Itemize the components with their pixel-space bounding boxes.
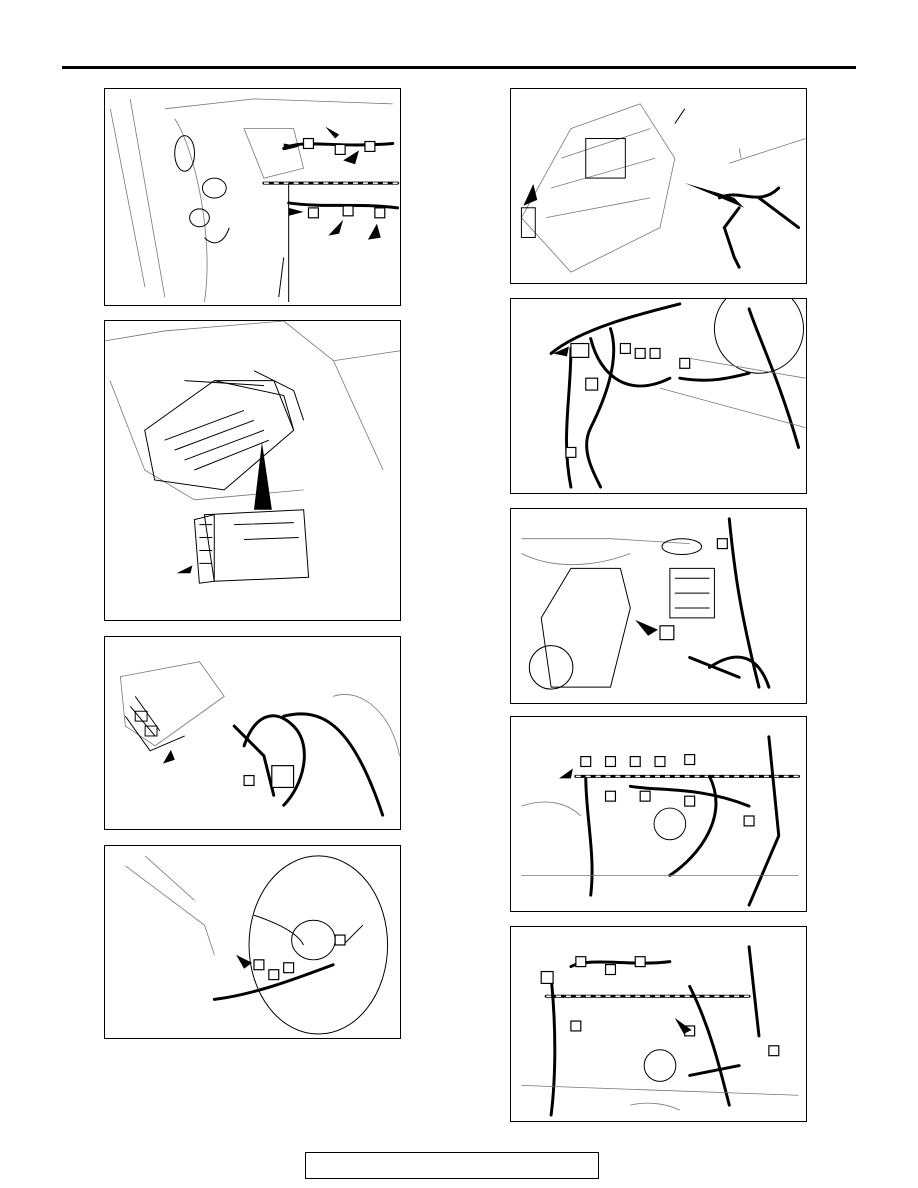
engine-harness-connectors-icon bbox=[109, 98, 400, 303]
junction-block-icon bbox=[119, 661, 400, 817]
engine-compartment-connector-icon bbox=[521, 517, 771, 690]
figure-instrument-panel-harness bbox=[510, 298, 807, 494]
figure-engine-harness-connectors bbox=[104, 88, 401, 306]
engine-harness-overview-2-icon bbox=[521, 945, 799, 1117]
engine-control-module-icon bbox=[105, 321, 400, 584]
figure-engine-control-module bbox=[104, 320, 401, 621]
figure-engine-harness-overview bbox=[510, 716, 807, 912]
figure-engine-compartment-connector bbox=[510, 508, 807, 704]
figure-junction-block-dash bbox=[510, 88, 807, 284]
figure-junction-block bbox=[104, 636, 401, 830]
figure-steering-column-harness bbox=[104, 845, 401, 1039]
instrument-panel-harness-icon bbox=[549, 299, 806, 489]
engine-harness-overview-icon bbox=[521, 735, 801, 907]
junction-block-dash-icon bbox=[520, 103, 806, 273]
page-footer-box bbox=[305, 1152, 599, 1179]
figure-engine-harness-overview-2 bbox=[510, 926, 807, 1122]
header-rule bbox=[62, 66, 856, 69]
steering-column-harness-icon bbox=[125, 855, 389, 1035]
